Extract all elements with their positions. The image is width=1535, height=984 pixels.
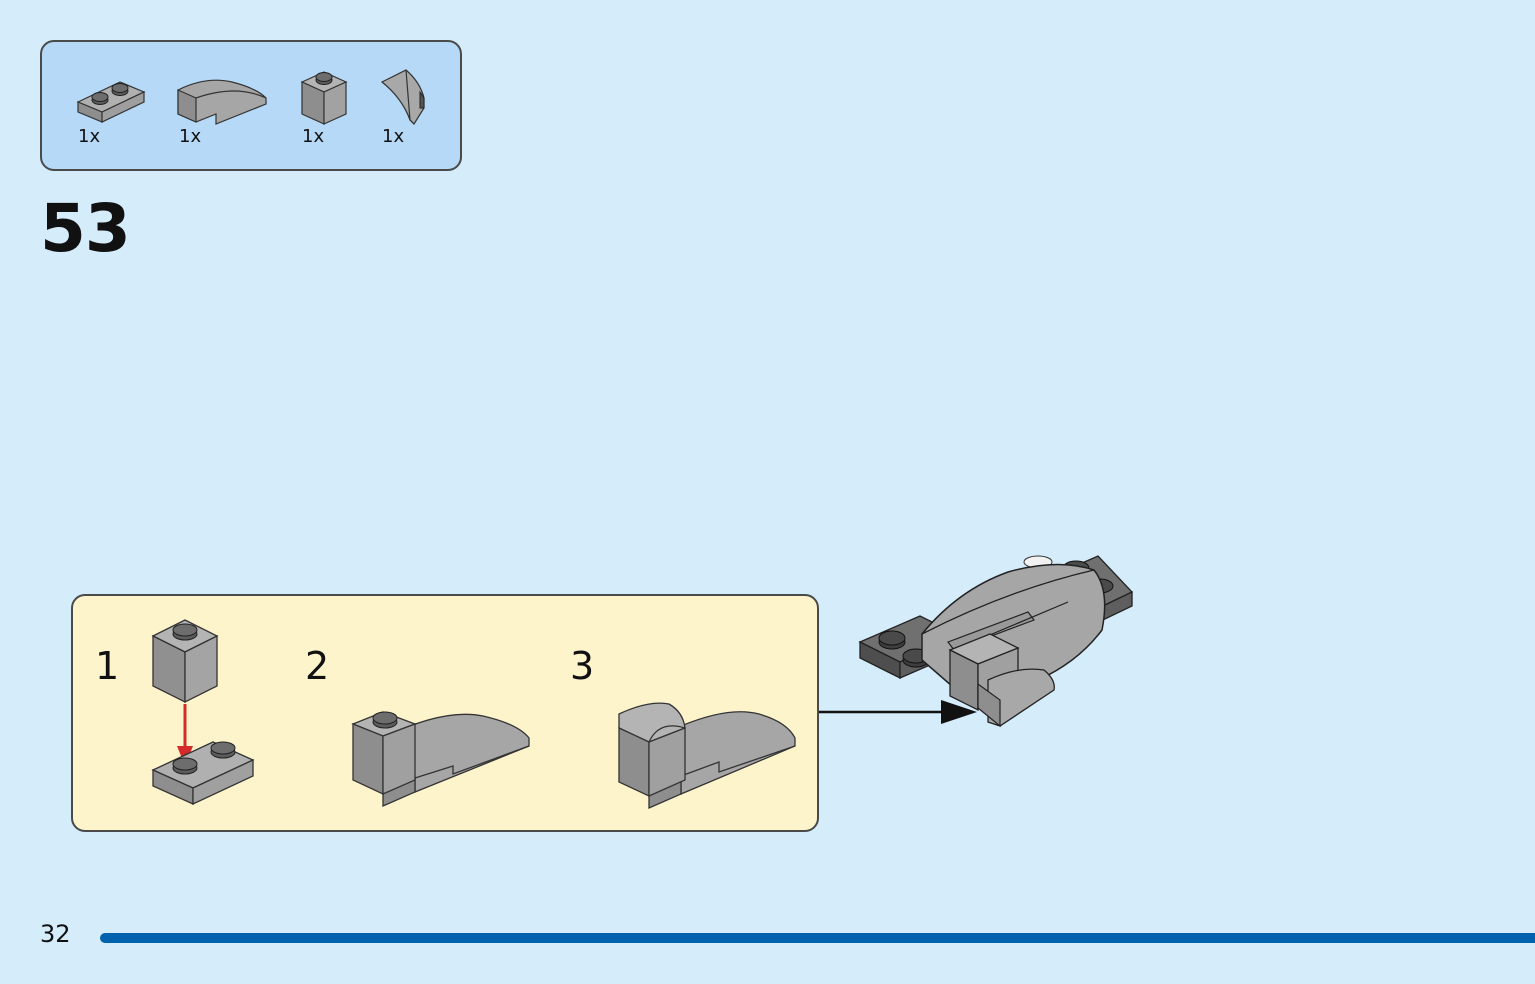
slope-wedge-icon xyxy=(380,69,425,125)
part-qty-3: 1x xyxy=(302,126,325,147)
part-qty-4: 1x xyxy=(382,126,405,147)
footer-bar xyxy=(100,933,1535,943)
assembled-model-illustration xyxy=(858,555,1134,728)
substep-2-illustration xyxy=(351,711,530,807)
part-qty-1: 1x xyxy=(78,126,101,147)
substep-3-illustration xyxy=(618,702,796,809)
substep-number-2: 2 xyxy=(305,644,330,688)
substeps-box: 1 2 3 xyxy=(71,594,819,832)
substep-1-illustration xyxy=(151,619,255,806)
plate-1x2-icon xyxy=(76,81,146,123)
connector-arrow-icon xyxy=(819,700,977,724)
part-qty-2: 1x xyxy=(179,126,202,147)
page-number: 32 xyxy=(40,920,71,948)
substep-number-1: 1 xyxy=(95,644,120,688)
brick-1x1-icon xyxy=(300,71,348,125)
parts-list-box: 1x 1x 1x 1x xyxy=(40,40,462,171)
step-number: 53 xyxy=(40,190,131,267)
curved-slope-icon xyxy=(177,79,267,125)
substep-number-3: 3 xyxy=(570,644,595,688)
